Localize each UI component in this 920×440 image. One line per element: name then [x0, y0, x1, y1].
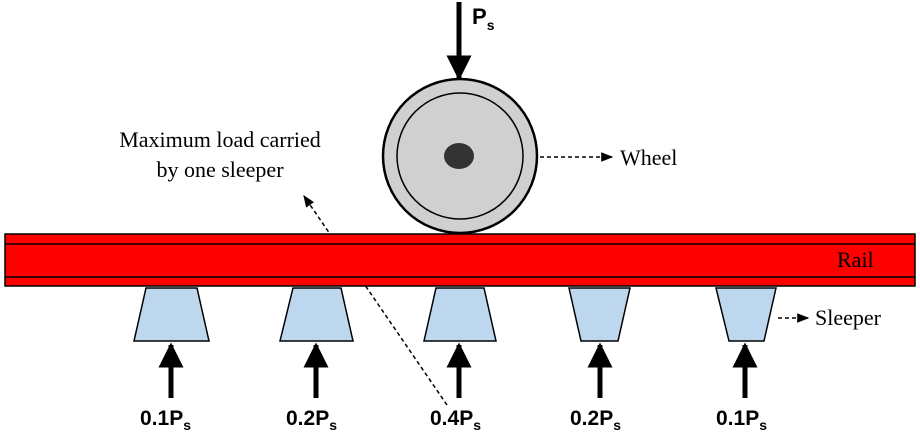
sleeper-label: Sleeper [815, 305, 882, 330]
annotation-pointer [303, 195, 448, 406]
reaction-label: 0.2Ps [286, 407, 337, 433]
sleeper [279, 287, 354, 342]
reaction-label: 0.1Ps [140, 407, 191, 433]
annotation-line-1: Maximum load carried [119, 127, 321, 152]
sleepers [133, 287, 777, 342]
reaction-arrows [158, 342, 758, 398]
reaction-label: 0.1Ps [716, 407, 767, 433]
rail-label: Rail [837, 247, 874, 272]
sleeper [568, 287, 631, 342]
sleeper [715, 287, 777, 342]
wheel-hub [444, 143, 474, 169]
sleeper [133, 287, 210, 342]
annotation-line-2: by one sleeper [156, 157, 284, 182]
wheel-label: Wheel [620, 145, 677, 170]
rail [4, 233, 916, 287]
wheel [381, 77, 539, 235]
applied-load-label: Ps [472, 4, 495, 33]
sleeper [423, 287, 497, 342]
reaction-label: 0.4Ps [430, 407, 481, 433]
reaction-label: 0.2Ps [570, 407, 621, 433]
